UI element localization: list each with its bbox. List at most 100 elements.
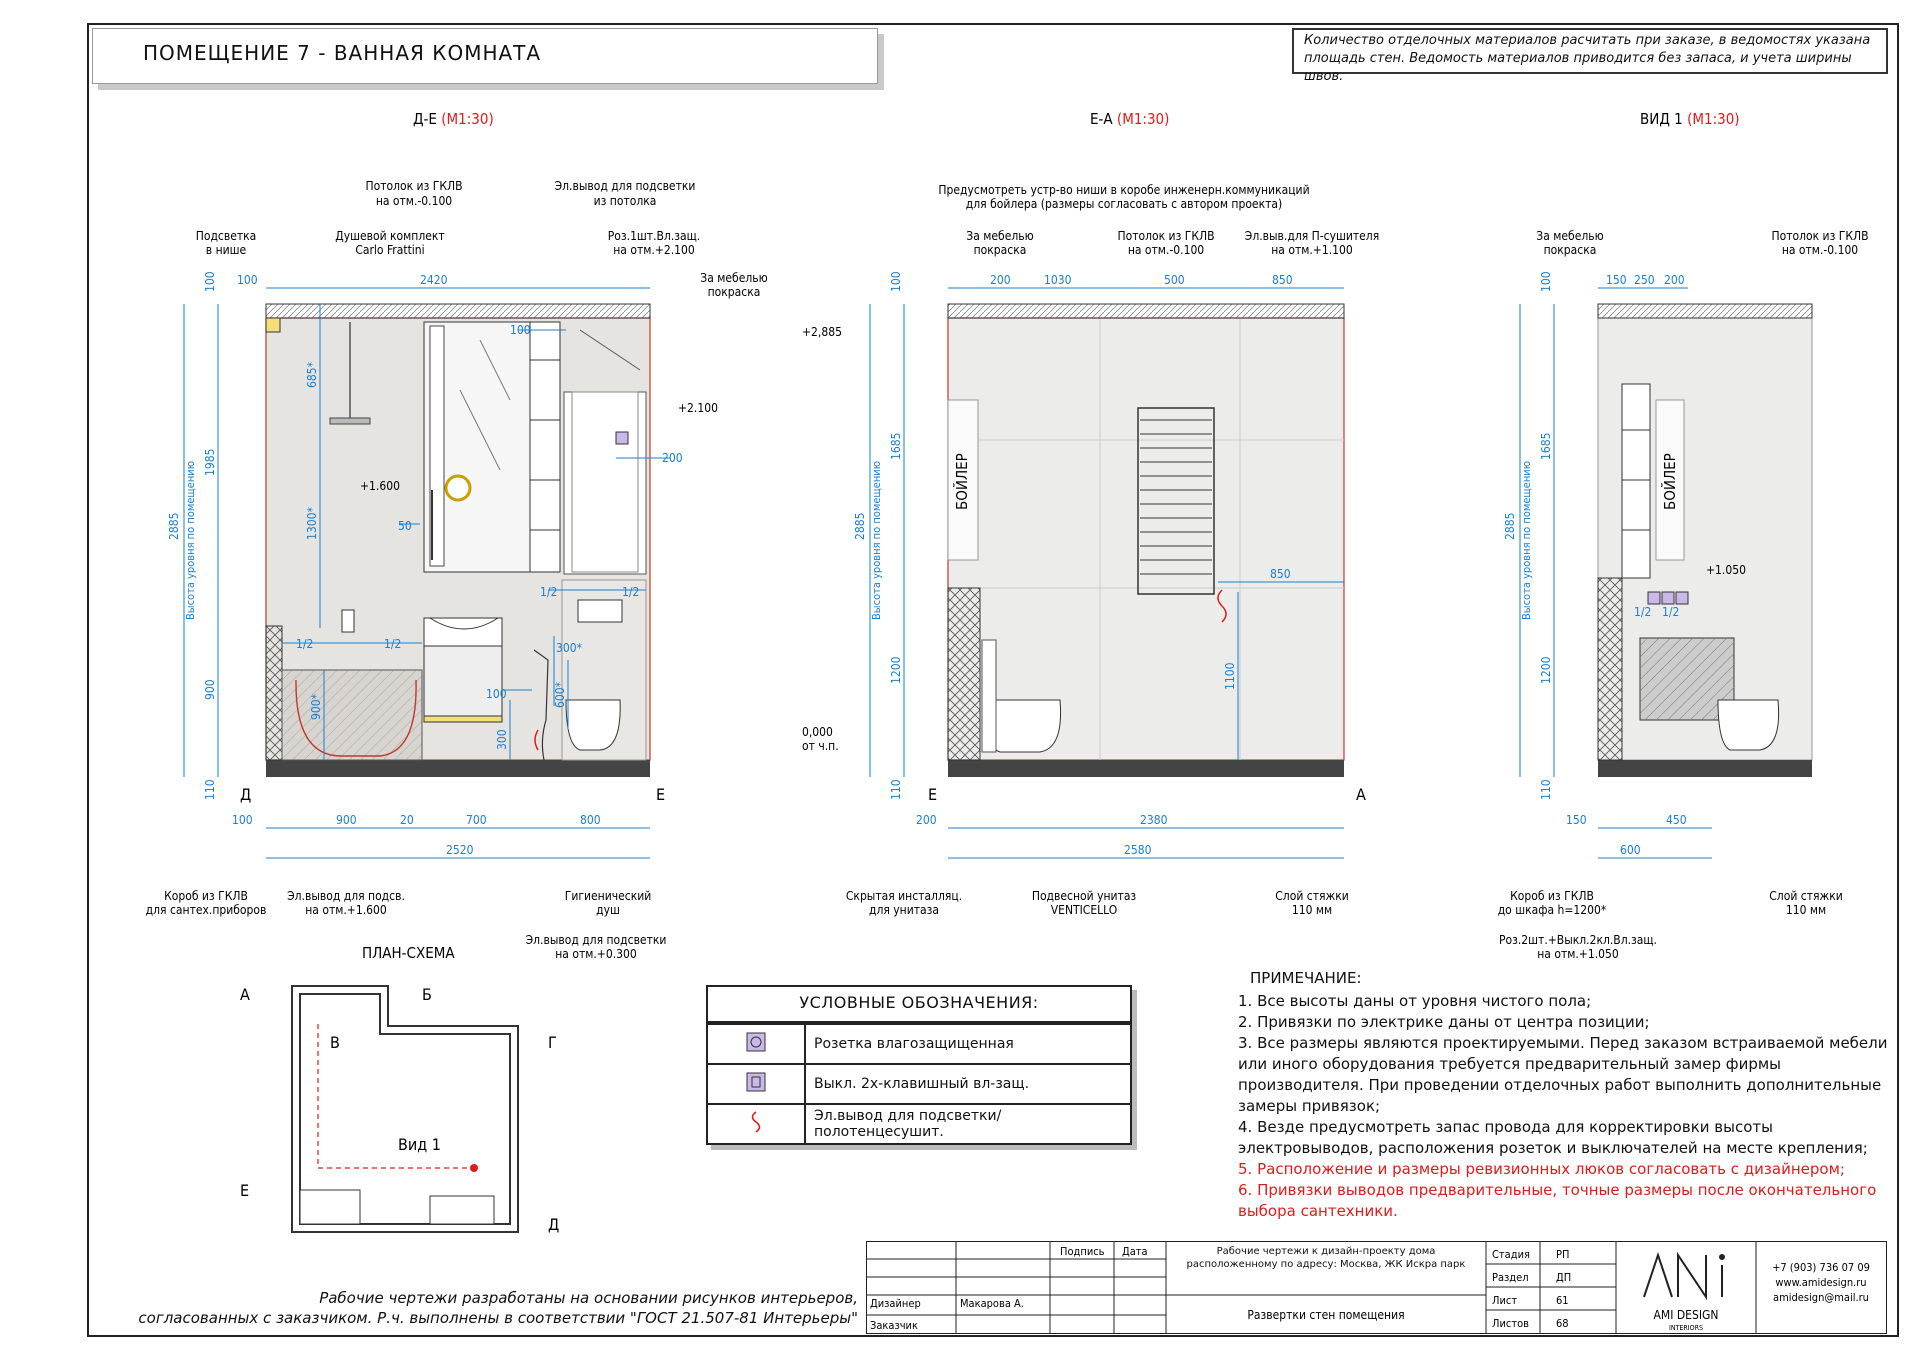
svg-text:на отм.+1.600: на отм.+1.600 <box>305 903 387 917</box>
svg-text:2380: 2380 <box>1140 813 1168 827</box>
svg-text:1/2: 1/2 <box>384 637 401 651</box>
svg-text:100: 100 <box>486 687 507 701</box>
svg-text:на отм.+2.100: на отм.+2.100 <box>613 243 695 257</box>
svg-text:Б: Б <box>422 985 432 1004</box>
svg-text:на отм.-0.100: на отм.-0.100 <box>1128 243 1204 257</box>
svg-text:для бойлера (размеры согласова: для бойлера (размеры согласовать с автор… <box>966 197 1282 211</box>
svg-text:За мебелью: За мебелью <box>1536 229 1603 243</box>
svg-text:AMI DESIGN: AMI DESIGN <box>1654 1308 1719 1322</box>
svg-text:до шкафа h=1200*: до шкафа h=1200* <box>1498 903 1607 917</box>
svg-text:68: 68 <box>1556 1317 1569 1330</box>
svg-text:Carlo Frattini: Carlo Frattini <box>355 243 424 257</box>
svg-text:1300*: 1300* <box>305 507 319 540</box>
svg-text:100: 100 <box>203 271 217 292</box>
legend-row: Выкл. 2х-клавишный вл-защ. <box>706 1063 1132 1105</box>
svg-text:100: 100 <box>889 271 903 292</box>
svg-text:850: 850 <box>1270 567 1291 581</box>
svg-text:110: 110 <box>1539 779 1553 800</box>
svg-text:на отм.-0.100: на отм.-0.100 <box>1782 243 1858 257</box>
svg-text:685*: 685* <box>305 361 319 388</box>
svg-text:150: 150 <box>1566 813 1587 827</box>
svg-text:200: 200 <box>990 273 1011 287</box>
legend-label: Выкл. 2х-клавишный вл-защ. <box>804 1063 1132 1105</box>
svg-text:Дата: Дата <box>1122 1245 1148 1258</box>
svg-text:Подсветка: Подсветка <box>196 229 257 243</box>
svg-text:2885: 2885 <box>167 513 181 540</box>
svg-text:В: В <box>330 1033 340 1052</box>
svg-text:Потолок из ГКЛВ: Потолок из ГКЛВ <box>365 179 462 193</box>
view-title: Д-Е (М1:30) <box>413 110 494 128</box>
svg-text:Эл.вывод для подсветки: Эл.вывод для подсветки <box>526 933 667 947</box>
materials-note: Количество отделочных материалов расчита… <box>1292 28 1888 84</box>
svg-text:А: А <box>1356 785 1366 804</box>
socket-icon <box>706 1023 806 1065</box>
svg-text:INTERIORS: INTERIORS <box>1669 1324 1703 1332</box>
credits-line: согласованных с заказчиком. Р.ч. выполне… <box>138 1309 858 1327</box>
svg-text:1100: 1100 <box>1223 662 1237 690</box>
view-de: Д-Е (М1:30) <box>146 110 768 961</box>
svg-text:300: 300 <box>495 729 509 750</box>
svg-text:2580: 2580 <box>1124 843 1152 857</box>
svg-text:Е: Е <box>928 785 937 804</box>
svg-text:Раздел: Раздел <box>1492 1271 1529 1284</box>
svg-text:на отм.+0.300: на отм.+0.300 <box>555 947 637 961</box>
svg-text:Высота уровня по помещению: Высота уровня по помещению <box>184 461 197 620</box>
svg-text:+1.600: +1.600 <box>360 479 400 493</box>
svg-text:Роз.1шт.Вл.защ.: Роз.1шт.Вл.защ. <box>608 229 700 243</box>
svg-text:50: 50 <box>398 519 412 533</box>
svg-text:500: 500 <box>1164 273 1185 287</box>
svg-text:Душевой комплект: Душевой комплект <box>335 229 444 243</box>
svg-text:душ: душ <box>596 903 620 917</box>
svg-text:amidesign@mail.ru: amidesign@mail.ru <box>1773 1291 1869 1304</box>
svg-text:Макарова А.: Макарова А. <box>960 1297 1024 1310</box>
svg-text:0,000: 0,000 <box>802 725 833 739</box>
svg-text:600*: 600* <box>553 681 567 708</box>
svg-text:450: 450 <box>1666 813 1687 827</box>
svg-text:БОЙЛЕР: БОЙЛЕР <box>952 453 971 510</box>
svg-text:от ч.п.: от ч.п. <box>802 739 839 753</box>
notes-title: ПРИМЕЧАНИЕ: <box>1250 969 1362 987</box>
svg-text:Подвесной унитаз: Подвесной унитаз <box>1032 889 1137 903</box>
legend-label: Розетка влагозащищенная <box>804 1023 1132 1065</box>
svg-text:700: 700 <box>466 813 487 827</box>
svg-text:Слой стяжки: Слой стяжки <box>1769 889 1842 903</box>
svg-text:150: 150 <box>1606 273 1627 287</box>
svg-text:1/2: 1/2 <box>1662 605 1679 619</box>
svg-text:900: 900 <box>203 679 217 700</box>
svg-text:1/2: 1/2 <box>540 585 557 599</box>
svg-text:За мебелью: За мебелью <box>700 271 767 285</box>
wire-icon <box>706 1103 806 1145</box>
svg-text:РП: РП <box>1556 1248 1569 1261</box>
svg-text:для унитаза: для унитаза <box>869 903 939 917</box>
svg-text:+1.050: +1.050 <box>1706 563 1746 577</box>
svg-text:Скрытая инсталляц.: Скрытая инсталляц. <box>846 889 962 903</box>
svg-text:250: 250 <box>1634 273 1655 287</box>
svg-text:2520: 2520 <box>446 843 474 857</box>
svg-text:+2.100: +2.100 <box>678 401 718 415</box>
svg-text:За мебелью: За мебелью <box>966 229 1033 243</box>
note-line: 2. Привязки по электрике даны от центра … <box>1238 1013 1650 1031</box>
svg-text:110: 110 <box>889 779 903 800</box>
svg-text:2885: 2885 <box>853 513 867 540</box>
svg-text:для сантех.приборов: для сантех.приборов <box>146 903 267 917</box>
svg-text:Дизайнер: Дизайнер <box>870 1297 921 1310</box>
note-line: 3. Все размеры являются проектируемыми. … <box>1238 1034 1888 1115</box>
sheet-title: ПОМЕЩЕНИЕ 7 - ВАННАЯ КОМНАТА <box>92 28 878 84</box>
svg-text:Короб из ГКЛВ: Короб из ГКЛВ <box>164 889 248 903</box>
svg-text:900: 900 <box>336 813 357 827</box>
svg-text:110 мм: 110 мм <box>1786 903 1826 917</box>
svg-text:покраска: покраска <box>1544 243 1597 257</box>
svg-text:А: А <box>240 985 250 1004</box>
legend-table: Розетка влагозащищенная Выкл. 2х-клавишн… <box>706 1023 1132 1145</box>
legend-label: Эл.вывод для подсветки/полотенцесушит. <box>804 1103 1132 1145</box>
note-line: 1. Все высоты даны от уровня чистого пол… <box>1238 992 1592 1010</box>
svg-text:20: 20 <box>400 813 414 827</box>
legend-row: Розетка влагозащищенная <box>706 1023 1132 1065</box>
svg-text:Д: Д <box>240 785 251 804</box>
project-description: Рабочие чертежи к дизайн-проекту дома ра… <box>1186 1246 1466 1270</box>
svg-text:110 мм: 110 мм <box>1292 903 1332 917</box>
svg-text:100: 100 <box>1539 271 1553 292</box>
svg-text:Развертки стен помещения: Развертки стен помещения <box>1247 1308 1404 1322</box>
legend-title: УСЛОВНЫЕ ОБОЗНАЧЕНИЯ: <box>706 985 1132 1023</box>
